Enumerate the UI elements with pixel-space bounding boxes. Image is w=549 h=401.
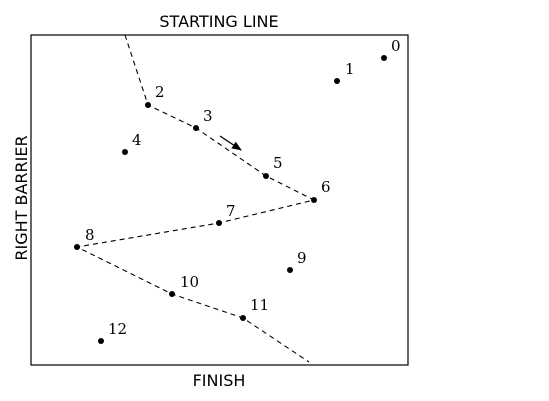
course-boundary [30,34,409,366]
point-11-label: 11 [250,296,269,314]
point-5: 5 [263,154,283,179]
point-7: 7 [216,202,236,226]
point-2-label: 2 [155,83,165,101]
point-5-label: 5 [273,154,283,172]
starting-line-label: STARTING LINE [159,12,278,31]
point-0-label: 0 [391,37,401,55]
point-5-dot [263,173,269,179]
point-4-dot [122,149,128,155]
point-8-label: 8 [85,226,95,244]
point-3-dot [193,125,199,131]
point-1-dot [334,78,340,84]
point-3: 3 [193,107,213,131]
point-12-dot [98,338,104,344]
point-3-label: 3 [203,107,213,125]
point-0: 0 [381,37,401,61]
point-1: 1 [334,60,355,84]
point-6: 6 [311,178,331,203]
point-7-label: 7 [226,202,236,220]
point-7-dot [216,220,222,226]
point-4-label: 4 [132,131,142,149]
point-12: 12 [98,320,127,344]
point-9: 9 [287,249,307,273]
point-11-dot [240,315,246,321]
direction-arrow [219,135,242,151]
point-6-dot [311,197,317,203]
point-2: 2 [145,83,165,108]
point-4: 4 [122,131,142,155]
point-10-dot [169,291,175,297]
point-10: 10 [169,273,199,297]
point-2-dot [145,102,151,108]
right-barrier-label: RIGHT BARRIER [12,135,31,260]
point-1-label: 1 [345,60,355,78]
finish-label: FINISH [193,371,246,390]
point-10-label: 10 [180,273,199,291]
point-6-label: 6 [321,178,331,196]
dashed-route [75,34,316,363]
point-0-dot [381,55,387,61]
point-12-label: 12 [108,320,127,338]
point-8: 8 [74,226,95,250]
point-9-dot [287,267,293,273]
point-8-dot [74,244,80,250]
point-9-label: 9 [297,249,307,267]
point-11: 11 [240,296,269,321]
